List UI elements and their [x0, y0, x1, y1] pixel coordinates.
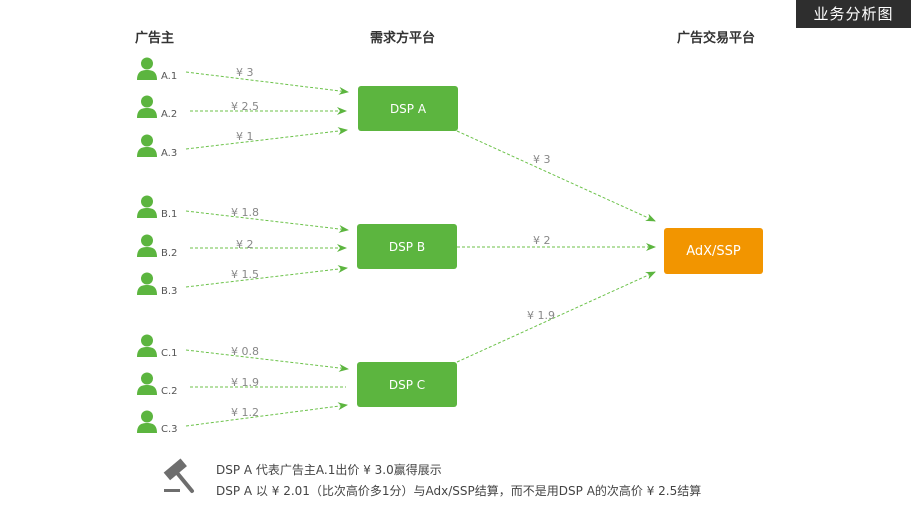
- bid-price-b1: ¥ 1.8: [231, 206, 259, 219]
- dsp-a-to-adx-arrow: [456, 130, 656, 222]
- advertiser-c3: C.3: [137, 410, 178, 435]
- advertiser-label: C.2: [161, 386, 178, 397]
- bid-price-c2: ¥ 1.9: [231, 376, 259, 389]
- advertiser-label: A.3: [161, 148, 178, 159]
- advertiser-label: B.1: [161, 209, 178, 220]
- person-icon: [137, 272, 157, 295]
- note-line-1: DSP A 代表广告主A.1出价 ¥ 3.0赢得展示: [216, 463, 442, 477]
- page-badge: 业务分析图: [796, 0, 911, 28]
- person-icon: [137, 372, 157, 395]
- advertiser-b2: B.2: [137, 234, 178, 259]
- adx-ssp-node: AdX/SSP: [664, 228, 763, 274]
- bid-price-c1: ¥ 0.8: [231, 345, 259, 358]
- advertiser-b1: B.1: [137, 195, 178, 220]
- person-icon: [137, 410, 157, 433]
- dsp-c-to-adx-arrow: [456, 271, 656, 363]
- advertiser-label: A.1: [161, 71, 178, 82]
- person-icon: [137, 134, 157, 157]
- column-title-advertisers: 广告主: [135, 31, 175, 46]
- column-title-exchange: 广告交易平台: [677, 31, 756, 46]
- advertiser-a1: A.1: [137, 57, 178, 82]
- column-title-dsp: 需求方平台: [370, 31, 436, 46]
- bid-arrow-b3: [185, 265, 348, 288]
- bid-price-a3: ¥ 1: [236, 130, 254, 143]
- bid-price-b3: ¥ 1.5: [231, 268, 259, 281]
- dsp-b-node: DSP B: [357, 224, 457, 269]
- advertiser-c2: C.2: [137, 372, 178, 397]
- gavel-icon: [160, 457, 200, 499]
- bid-arrow-b1: [185, 210, 349, 233]
- person-icon: [137, 234, 157, 257]
- bid-price-a1: ¥ 3: [236, 66, 254, 79]
- advertiser-c1: C.1: [137, 334, 178, 359]
- advertiser-label: A.2: [161, 109, 178, 120]
- bid-price-a2: ¥ 2.5: [231, 100, 259, 113]
- bid-arrow-c3: [185, 402, 348, 427]
- person-icon: [137, 195, 157, 218]
- bid-price-b2: ¥ 2: [236, 238, 254, 251]
- bid-arrow-a1: [185, 71, 349, 95]
- note-line-2: DSP A 以 ¥ 2.01（比次高价多1分）与Adx/SSP结算，而不是用DS…: [216, 484, 702, 498]
- bid-arrow-c1: [185, 349, 349, 372]
- advertiser-a3: A.3: [137, 134, 178, 159]
- advertiser-a2: A.2: [137, 95, 178, 120]
- advertiser-label: C.3: [161, 424, 178, 435]
- person-icon: [137, 57, 157, 80]
- dsp-a-to-adx-price: ¥ 3: [533, 153, 551, 166]
- dsp-b-to-adx-price: ¥ 2: [533, 234, 551, 247]
- advertiser-label: B.3: [161, 286, 178, 297]
- advertiser-b3: B.3: [137, 272, 178, 297]
- dsp-a-node: DSP A: [358, 86, 458, 131]
- advertiser-label: C.1: [161, 348, 178, 359]
- dsp-c-to-adx-price: ¥ 1.9: [527, 309, 555, 322]
- dsp-c-node: DSP C: [357, 362, 457, 407]
- bid-price-c3: ¥ 1.2: [231, 406, 259, 419]
- bid-arrow-a3: [185, 127, 348, 150]
- person-icon: [137, 334, 157, 357]
- person-icon: [137, 95, 157, 118]
- advertiser-label: B.2: [161, 248, 178, 259]
